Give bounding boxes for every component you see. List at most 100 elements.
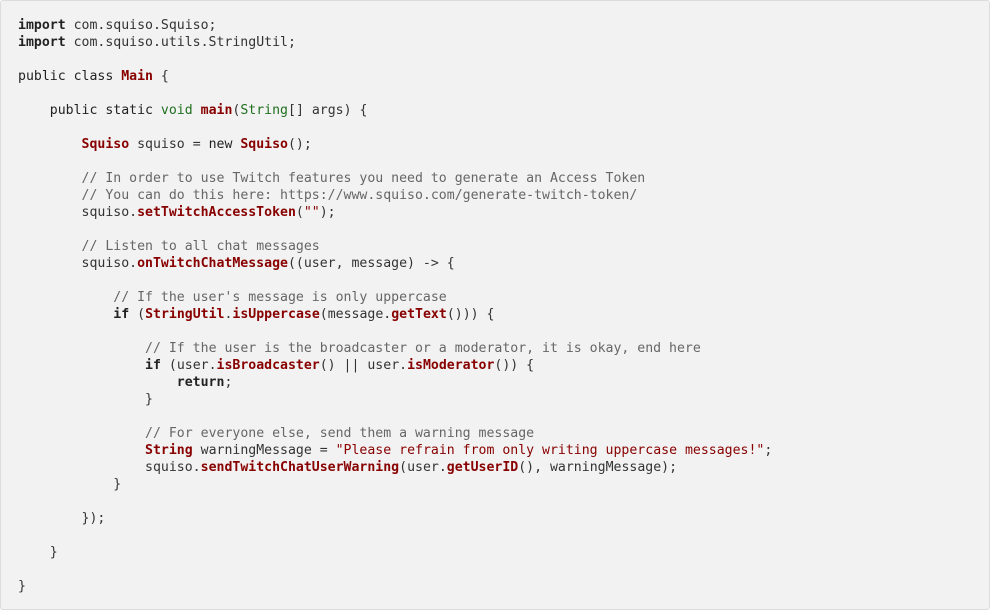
code-token: squiso. <box>18 460 201 475</box>
code-token: } <box>18 392 153 407</box>
code-line: public static void main(String[] args) { <box>18 102 989 119</box>
code-token: main <box>200 103 233 118</box>
code-token <box>18 103 50 118</box>
code-token: squiso = <box>129 137 209 152</box>
code-token: void <box>160 103 193 118</box>
code-token: } <box>18 477 122 492</box>
code-token: (user. <box>160 358 217 373</box>
code-token: ())) { <box>446 307 495 322</box>
code-line: return; <box>18 374 989 391</box>
code-token: { <box>152 69 169 84</box>
code-line <box>18 323 989 340</box>
code-token: squiso. <box>18 205 138 220</box>
code-line: } <box>18 544 989 561</box>
code-line: // You can do this here: https://www.squ… <box>18 187 989 204</box>
code-token <box>18 239 82 254</box>
code-line: squiso.sendTwitchChatUserWarning(user.ge… <box>18 459 989 476</box>
code-line <box>18 153 989 170</box>
code-token: public class <box>18 69 122 84</box>
code-line: // If the user is the broadcaster or a m… <box>18 340 989 357</box>
code-token: import <box>18 35 66 50</box>
code-token: (user. <box>399 460 447 475</box>
code-token: ()) { <box>494 358 535 373</box>
code-token: ); <box>319 205 336 220</box>
code-token: getText <box>391 307 447 322</box>
code-token: if <box>145 358 161 373</box>
code-line: if (user.isBroadcaster() || user.isModer… <box>18 357 989 374</box>
code-token: squiso. <box>18 256 138 271</box>
code-token: ((user, message) -> { <box>287 256 455 271</box>
code-token: com.squiso.utils.StringUtil; <box>65 35 296 50</box>
code-line: // For everyone else, send them a warnin… <box>18 425 989 442</box>
code-line: // Listen to all chat messages <box>18 238 989 255</box>
code-line <box>18 408 989 425</box>
code-token <box>18 137 82 152</box>
code-token <box>18 171 82 186</box>
code-line: squiso.onTwitchChatMessage((user, messag… <box>18 255 989 272</box>
code-token: warningMessage = <box>192 443 336 458</box>
code-token: // In order to use Twitch features you n… <box>81 171 646 186</box>
code-token: } <box>18 579 26 594</box>
code-token <box>193 103 201 118</box>
code-token: new <box>208 137 241 152</box>
code-line: String warningMessage = "Please refrain … <box>18 442 989 459</box>
code-line <box>18 272 989 289</box>
code-token <box>18 426 145 441</box>
code-token <box>18 341 145 356</box>
code-token: ( <box>232 103 241 118</box>
code-token: if <box>113 307 130 322</box>
code-line: import com.squiso.utils.StringUtil; <box>18 34 989 51</box>
code-token: }); <box>18 511 106 526</box>
code-token: "Please refrain from only writing upperc… <box>335 443 765 458</box>
code-token: // You can do this here: https://www.squ… <box>81 188 638 203</box>
code-token <box>18 188 82 203</box>
code-line <box>18 85 989 102</box>
code-token: ( <box>129 307 146 322</box>
code-line: squiso.setTwitchAccessToken(""); <box>18 204 989 221</box>
code-line: if (StringUtil.isUppercase(message.getTe… <box>18 306 989 323</box>
code-token: (message. <box>319 307 392 322</box>
code-token <box>18 307 113 322</box>
code-token: import <box>18 18 66 33</box>
code-token: String <box>240 103 288 118</box>
code-token: ; <box>224 375 233 390</box>
code-token: // Listen to all chat messages <box>81 239 320 254</box>
code-line <box>18 493 989 510</box>
code-token: isModerator <box>407 358 495 373</box>
code-token: onTwitchChatMessage <box>137 256 288 271</box>
code-token: com.squiso.Squiso; <box>65 18 217 33</box>
code-token: () || user. <box>319 358 408 373</box>
code-token: // If the user is the broadcaster or a m… <box>145 341 701 356</box>
code-line: // In order to use Twitch features you n… <box>18 170 989 187</box>
code-token: ; <box>764 443 773 458</box>
code-token: ( <box>295 205 304 220</box>
code-token: setTwitchAccessToken <box>137 205 296 220</box>
code-line: } <box>18 578 989 595</box>
code-token: getUserID <box>446 460 519 475</box>
code-token <box>18 358 145 373</box>
code-token <box>18 290 113 305</box>
code-token: (), warningMessage); <box>518 460 678 475</box>
code-line <box>18 119 989 136</box>
code-token: sendTwitchChatUserWarning <box>200 460 400 475</box>
code-line: import com.squiso.Squiso; <box>18 17 989 34</box>
code-token: Main <box>121 69 153 84</box>
code-line <box>18 221 989 238</box>
code-line: Squiso squiso = new Squiso(); <box>18 136 989 153</box>
code-token: public static <box>49 103 161 118</box>
code-line: // If the user's message is only upperca… <box>18 289 989 306</box>
code-token: Squiso <box>81 137 130 152</box>
code-line: } <box>18 476 989 493</box>
code-token: String <box>145 443 193 458</box>
code-token <box>18 443 145 458</box>
code-token: (); <box>287 137 312 152</box>
code-line: }); <box>18 510 989 527</box>
code-token: isUppercase <box>232 307 320 322</box>
code-token: return <box>176 375 225 390</box>
code-token: } <box>18 545 58 560</box>
code-line: } <box>18 391 989 408</box>
code-lines: import com.squiso.Squiso;import com.squi… <box>18 17 989 595</box>
code-token: StringUtil <box>145 307 225 322</box>
code-line <box>18 527 989 544</box>
